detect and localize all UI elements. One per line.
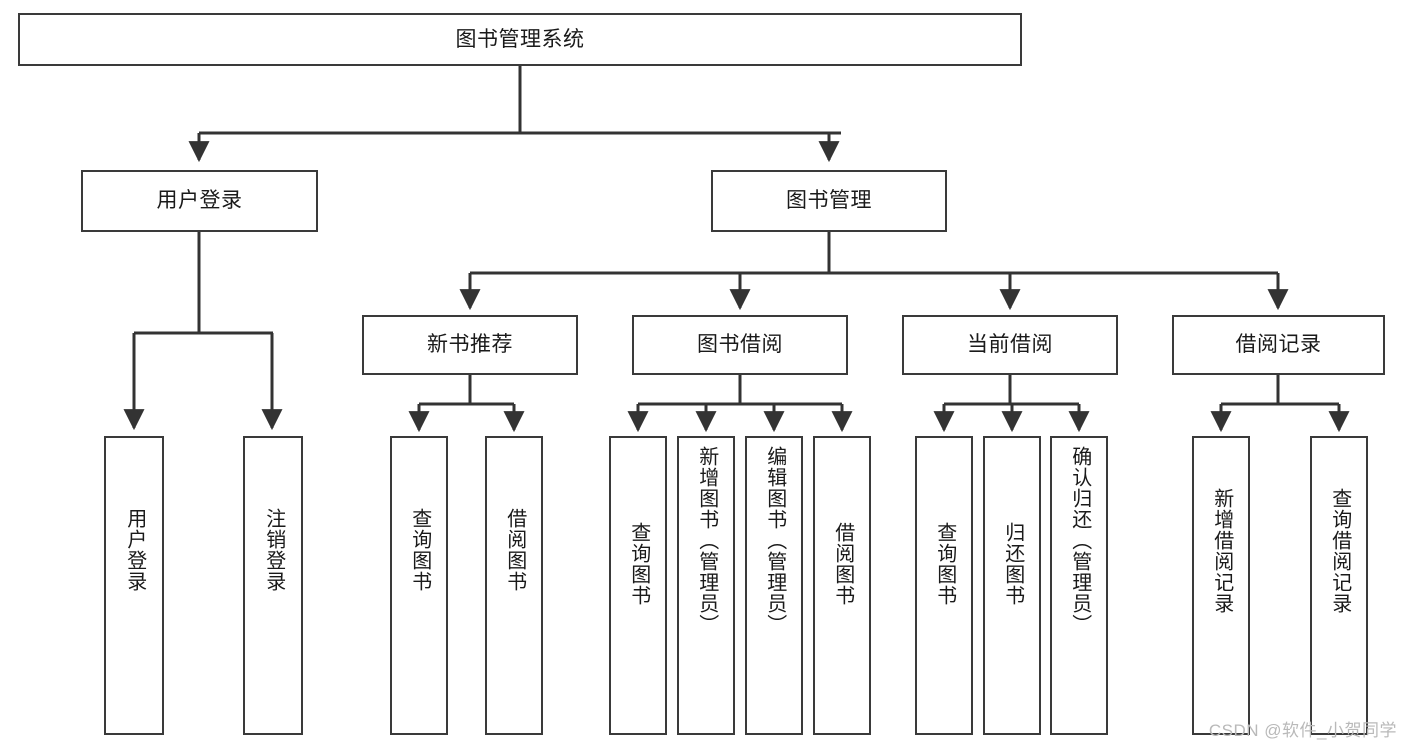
node-new-book-recommend[interactable]: 新书推荐 bbox=[362, 315, 578, 375]
node-new-book-recommend-label: 新书推荐 bbox=[427, 333, 513, 357]
leaf-query-book-2-label: 查询图书 bbox=[627, 522, 650, 606]
leaf-add-book[interactable]: 新增图书（管理员） bbox=[677, 436, 735, 735]
leaf-query-book-1[interactable]: 查询图书 bbox=[390, 436, 448, 735]
leaf-return-book-label: 归还图书 bbox=[1001, 522, 1024, 606]
node-book-borrow[interactable]: 图书借阅 bbox=[632, 315, 848, 375]
node-root-label: 图书管理系统 bbox=[455, 27, 585, 51]
leaf-query-book-3[interactable]: 查询图书 bbox=[915, 436, 973, 735]
node-borrow-record[interactable]: 借阅记录 bbox=[1172, 315, 1385, 375]
leaf-user-login-label: 用户登录 bbox=[123, 508, 146, 592]
watermark-text: CSDN @软件_小贺同学 bbox=[1208, 721, 1397, 740]
leaf-add-record-label: 新增借阅记录 bbox=[1210, 488, 1233, 614]
leaf-query-book-3-label: 查询图书 bbox=[933, 522, 956, 606]
leaf-add-record[interactable]: 新增借阅记录 bbox=[1192, 436, 1250, 735]
node-user-login-label: 用户登录 bbox=[156, 189, 243, 213]
node-book-manage[interactable]: 图书管理 bbox=[711, 170, 947, 232]
leaf-return-book[interactable]: 归还图书 bbox=[983, 436, 1041, 735]
leaf-confirm-return[interactable]: 确认归还（管理员） bbox=[1050, 436, 1108, 735]
node-current-borrow-label: 当前借阅 bbox=[967, 333, 1053, 357]
leaf-borrow-book-2-label: 借阅图书 bbox=[831, 522, 854, 606]
node-root[interactable]: 图书管理系统 bbox=[18, 13, 1022, 66]
leaf-query-record[interactable]: 查询借阅记录 bbox=[1310, 436, 1368, 735]
leaf-borrow-book-1-label: 借阅图书 bbox=[503, 508, 526, 592]
leaf-user-login[interactable]: 用户登录 bbox=[104, 436, 164, 735]
leaf-query-record-label: 查询借阅记录 bbox=[1328, 488, 1351, 614]
leaf-query-book-1-label: 查询图书 bbox=[408, 508, 431, 592]
node-current-borrow[interactable]: 当前借阅 bbox=[902, 315, 1118, 375]
leaf-query-book-2[interactable]: 查询图书 bbox=[609, 436, 667, 735]
node-borrow-record-label: 借阅记录 bbox=[1235, 333, 1322, 357]
leaf-add-book-label: 新增图书（管理员） bbox=[695, 446, 718, 635]
leaf-confirm-return-label: 确认归还（管理员） bbox=[1068, 446, 1091, 635]
leaf-borrow-book-1[interactable]: 借阅图书 bbox=[485, 436, 543, 735]
node-user-login[interactable]: 用户登录 bbox=[81, 170, 318, 232]
leaf-edit-book-label: 编辑图书（管理员） bbox=[763, 446, 786, 635]
leaf-edit-book[interactable]: 编辑图书（管理员） bbox=[745, 436, 803, 735]
leaf-logout-login-label: 注销登录 bbox=[262, 508, 285, 592]
node-book-borrow-label: 图书借阅 bbox=[697, 333, 783, 357]
node-book-manage-label: 图书管理 bbox=[786, 189, 872, 213]
leaf-logout-login[interactable]: 注销登录 bbox=[243, 436, 303, 735]
leaf-borrow-book-2[interactable]: 借阅图书 bbox=[813, 436, 871, 735]
